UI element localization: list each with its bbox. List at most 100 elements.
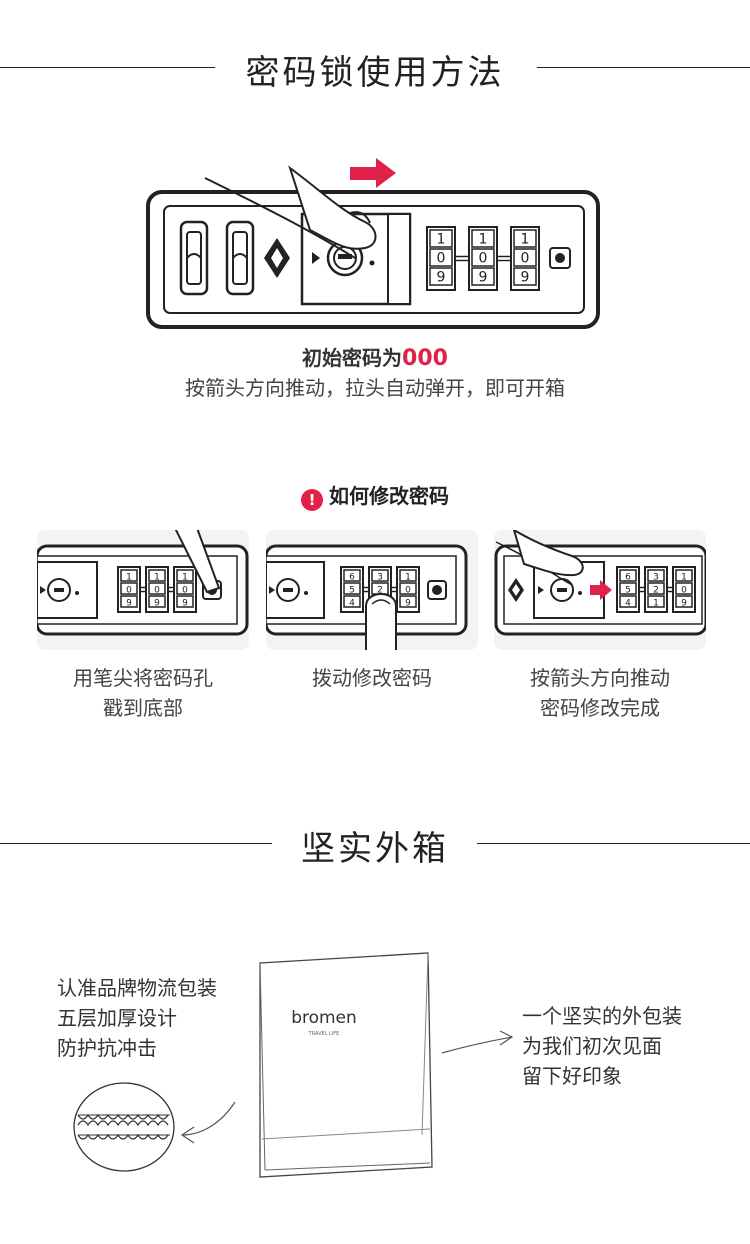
digit-cell (675, 569, 693, 582)
digit-cell (513, 267, 537, 286)
title-rule-right-2 (477, 843, 750, 844)
digit-cell (647, 569, 665, 582)
digit-value: 0 (479, 251, 488, 267)
packaging-left-text: 认准品牌物流包装 五层加厚设计 防护抗冲击 (57, 976, 217, 1060)
wheel-link (639, 586, 645, 593)
digit-cell (619, 569, 637, 582)
digit-value: 9 (479, 270, 488, 286)
wheel-link (455, 255, 469, 262)
digit-cell (148, 582, 166, 595)
initial-password-prefix: 初始密码为 (302, 346, 403, 370)
digit-cell (471, 267, 495, 286)
wheel-link (497, 255, 511, 262)
step-panel-1: 1 0 9 1 0 9 1 0 9 (37, 530, 249, 650)
left-arrow-icon (180, 1101, 236, 1144)
digit-cell (471, 229, 495, 248)
change-password-heading: ! 如何修改密码 (0, 480, 750, 511)
digit-cell (176, 569, 194, 582)
digit-value: 9 (182, 598, 188, 608)
step-caption-3: 按箭头方向推动 密码修改完成 (530, 666, 670, 720)
initial-password: 初始密码为000 (0, 342, 750, 371)
digit-cell (513, 248, 537, 267)
digit-value: 1 (521, 232, 530, 248)
digit-value: 9 (681, 598, 687, 608)
right-arrow-icon (441, 1030, 514, 1054)
digit-value: 0 (154, 585, 160, 595)
digit-value: 3 (653, 572, 659, 582)
digit-value: 1 (126, 572, 132, 582)
digit-value: 6 (625, 572, 631, 582)
digit-value: 0 (521, 251, 530, 267)
title-rule-left-2 (0, 843, 272, 844)
section-title-lock: 密码锁使用方法 (245, 53, 505, 93)
digit-value: 6 (349, 572, 355, 582)
digit-value: 0 (182, 585, 188, 595)
wheel-link (363, 586, 369, 593)
digit-cell (176, 595, 194, 608)
digit-value: 1 (437, 232, 446, 248)
brand-tagline: TRAVEL LIFE (308, 1031, 340, 1037)
digit-cell (343, 595, 361, 608)
digit-cell (148, 595, 166, 608)
title-rule-left (0, 67, 215, 68)
digit-cell (399, 569, 417, 582)
digit-value: 1 (182, 572, 188, 582)
wheel-link (391, 586, 397, 593)
digit-cell (675, 582, 693, 595)
digit-cell (647, 582, 665, 595)
digit-value: 1 (405, 572, 411, 582)
unlock-instruction: 按箭头方向推动，拉头自动弹开，即可开箱 (185, 376, 565, 400)
digit-cell (429, 267, 453, 286)
digit-value: 3 (377, 572, 383, 582)
digit-value: 2 (377, 585, 383, 595)
digit-value: 1 (653, 598, 659, 608)
digit-value: 2 (653, 585, 659, 595)
digit-cell (513, 229, 537, 248)
brand-logo: bromen (291, 1008, 357, 1028)
wheel-link (168, 586, 174, 593)
initial-password-code: 000 (402, 346, 448, 371)
digit-value: 0 (405, 585, 411, 595)
digit-cell (176, 582, 194, 595)
digit-cell (399, 582, 417, 595)
digit-cell (371, 569, 389, 582)
digit-cell (619, 595, 637, 608)
heading-label: 如何修改密码 (329, 484, 449, 508)
step1-illustration: 1 0 9 1 0 9 1 0 9 (37, 530, 249, 636)
digit-cell (148, 569, 166, 582)
corrugated-layer-icon (73, 1082, 175, 1172)
brand-diamond-icon (264, 238, 290, 278)
digit-cell (399, 595, 417, 608)
digit-cell (343, 569, 361, 582)
warning-icon: ! (301, 489, 323, 511)
outer-box-illustration: bromen TRAVEL LIFE (73, 952, 514, 1178)
step-caption-1: 用笔尖将密码孔 戳到底部 (73, 666, 213, 720)
packaging-right-text: 一个坚实的外包装 为我们初次见面 留下好印象 (522, 1004, 682, 1088)
digit-value: 9 (405, 598, 411, 608)
wheel-link (667, 586, 673, 593)
lock-illustration: 1 0 9 1 0 9 1 0 9 (146, 158, 600, 329)
digit-value: 9 (126, 598, 132, 608)
digit-cell (120, 569, 138, 582)
step-caption-2: 拨动修改密码 (312, 666, 432, 690)
wheel-link (140, 586, 146, 593)
digit-value: 9 (521, 270, 530, 286)
digit-value: 1 (154, 572, 160, 582)
digit-cell (429, 248, 453, 267)
digit-value: 4 (625, 598, 631, 608)
digit-value: 5 (349, 585, 355, 595)
digit-value: 0 (681, 585, 687, 595)
push-arrow-icon (350, 158, 396, 188)
digit-value: 1 (681, 572, 687, 582)
digit-value: 0 (126, 585, 132, 595)
digit-wheels: 1 0 9 1 0 9 1 0 9 (426, 226, 540, 291)
digit-value: 1 (479, 232, 488, 248)
digit-value: 0 (437, 251, 446, 267)
slider-icon (179, 220, 255, 296)
digit-value: 9 (154, 598, 160, 608)
digit-cell (647, 595, 665, 608)
digit-value: 9 (437, 270, 446, 286)
